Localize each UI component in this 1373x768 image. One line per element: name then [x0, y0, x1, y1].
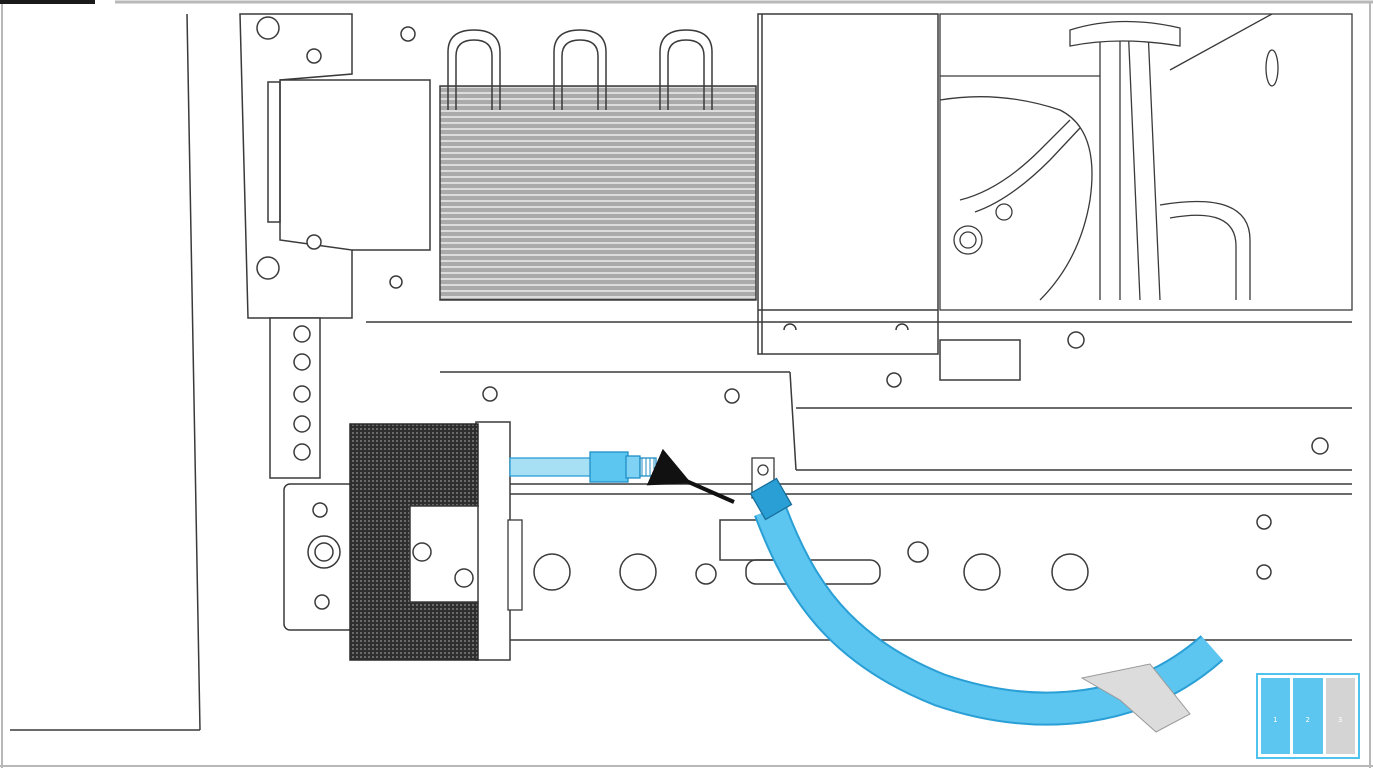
progress-step-3: 3 [1325, 678, 1355, 754]
progress-step-label: 3 [1337, 716, 1343, 724]
center-cover-panel [757, 13, 939, 355]
left-mounting-bracket [239, 13, 431, 319]
vertical-post [269, 317, 321, 479]
gasket-block [349, 421, 523, 661]
hose-tape [1080, 663, 1191, 733]
arrow-left-icon [646, 448, 735, 504]
progress-step-1: 1 [1261, 678, 1291, 754]
shelf-rails [366, 321, 1352, 641]
progress-step-2: 2 [1293, 678, 1323, 754]
condenser-coil [439, 29, 757, 301]
compressor-area [939, 13, 1353, 311]
progress-step-label: 1 [1273, 716, 1279, 724]
drain-fitting [509, 451, 657, 483]
progress-step-label: 2 [1305, 716, 1311, 724]
step-progress-indicator: 1 2 3 [1256, 673, 1360, 759]
side-panel [10, 13, 201, 731]
